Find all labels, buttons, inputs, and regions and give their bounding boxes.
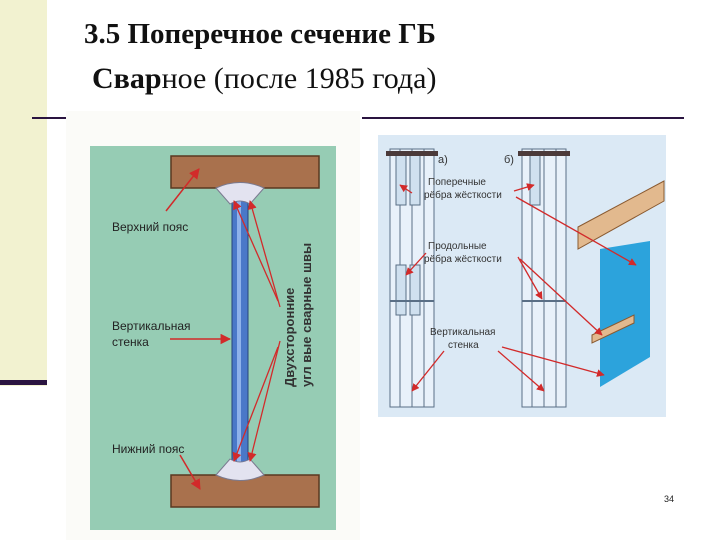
web-label-right-line1: Вертикальная bbox=[430, 327, 495, 338]
girder-cross-section-figure: Верхний пояс Вертикальная стенка Нижний … bbox=[66, 111, 360, 540]
slide-subtitle: Сварное (после 1985 года) bbox=[92, 62, 436, 96]
arrow-weld-2 bbox=[247, 200, 281, 308]
web-label-line2: стенка bbox=[112, 335, 149, 349]
girder-variant-b bbox=[521, 148, 567, 408]
subtitle-rest: ное (после 1985 года) bbox=[161, 62, 437, 95]
arrow-longitudinal-3d bbox=[519, 258, 603, 336]
variant-b-top-flange bbox=[518, 151, 570, 156]
variant-a-top-flange bbox=[386, 151, 438, 156]
transverse-label-line1: Поперечные bbox=[428, 177, 486, 188]
subtitle-bold: Свар bbox=[92, 62, 162, 95]
sidebar-panel bbox=[0, 0, 47, 386]
longitudinal-label-line2: рёбра жёсткости bbox=[424, 253, 502, 265]
variant-b-label: б) bbox=[504, 154, 514, 166]
arrow-weld-3 bbox=[232, 346, 279, 462]
arrow-longitudinal-b bbox=[517, 256, 543, 300]
arrow-transverse-a bbox=[399, 184, 413, 194]
arrow-transverse-3d bbox=[515, 196, 637, 266]
page-number: 34 bbox=[664, 494, 675, 504]
transverse-label-line2: рёбра жёсткости bbox=[424, 189, 502, 201]
title-rule-right bbox=[362, 117, 684, 119]
arrow-weld-4 bbox=[247, 340, 281, 462]
arrow-web-3d bbox=[501, 346, 605, 377]
arrow-longitudinal-a bbox=[405, 252, 427, 276]
welds-label-line2: угл вые сварные швы bbox=[299, 243, 314, 387]
welds-label-line1: Двухсторонние bbox=[282, 288, 297, 387]
slide-title: 3.5 Поперечное сечение ГБ bbox=[84, 18, 436, 50]
longitudinal-label-line1: Продольные bbox=[428, 241, 487, 252]
variant-a-label: а) bbox=[438, 154, 448, 166]
arrow-bottom-flange bbox=[179, 454, 201, 490]
sidebar-rule bbox=[0, 380, 47, 385]
arrow-weld-1 bbox=[233, 200, 279, 302]
3d-longitudinal-stiffener bbox=[591, 314, 635, 344]
web-label-line1: Вертикальная bbox=[112, 319, 191, 333]
web-label-right-line2: стенка bbox=[448, 340, 479, 351]
arrow-top-flange bbox=[165, 168, 200, 212]
arrow-web-a bbox=[411, 350, 445, 392]
3d-web-plate bbox=[600, 241, 650, 387]
bottom-flange-label: Нижний пояс bbox=[112, 442, 184, 456]
girder-variant-a bbox=[389, 148, 435, 408]
arrow-web-b bbox=[497, 350, 545, 392]
web-highlight bbox=[237, 192, 241, 473]
3d-top-flange bbox=[577, 180, 665, 250]
top-flange-label: Верхний пояс bbox=[112, 220, 188, 234]
arrow-transverse-b bbox=[513, 183, 535, 192]
welds-vertical-label: Двухсторонние угл вые сварные швы bbox=[282, 243, 314, 387]
diagram-background bbox=[90, 146, 336, 530]
stiffeners-figure: а) б) Поперечные рёбра жёсткости Продоль… bbox=[372, 125, 685, 441]
